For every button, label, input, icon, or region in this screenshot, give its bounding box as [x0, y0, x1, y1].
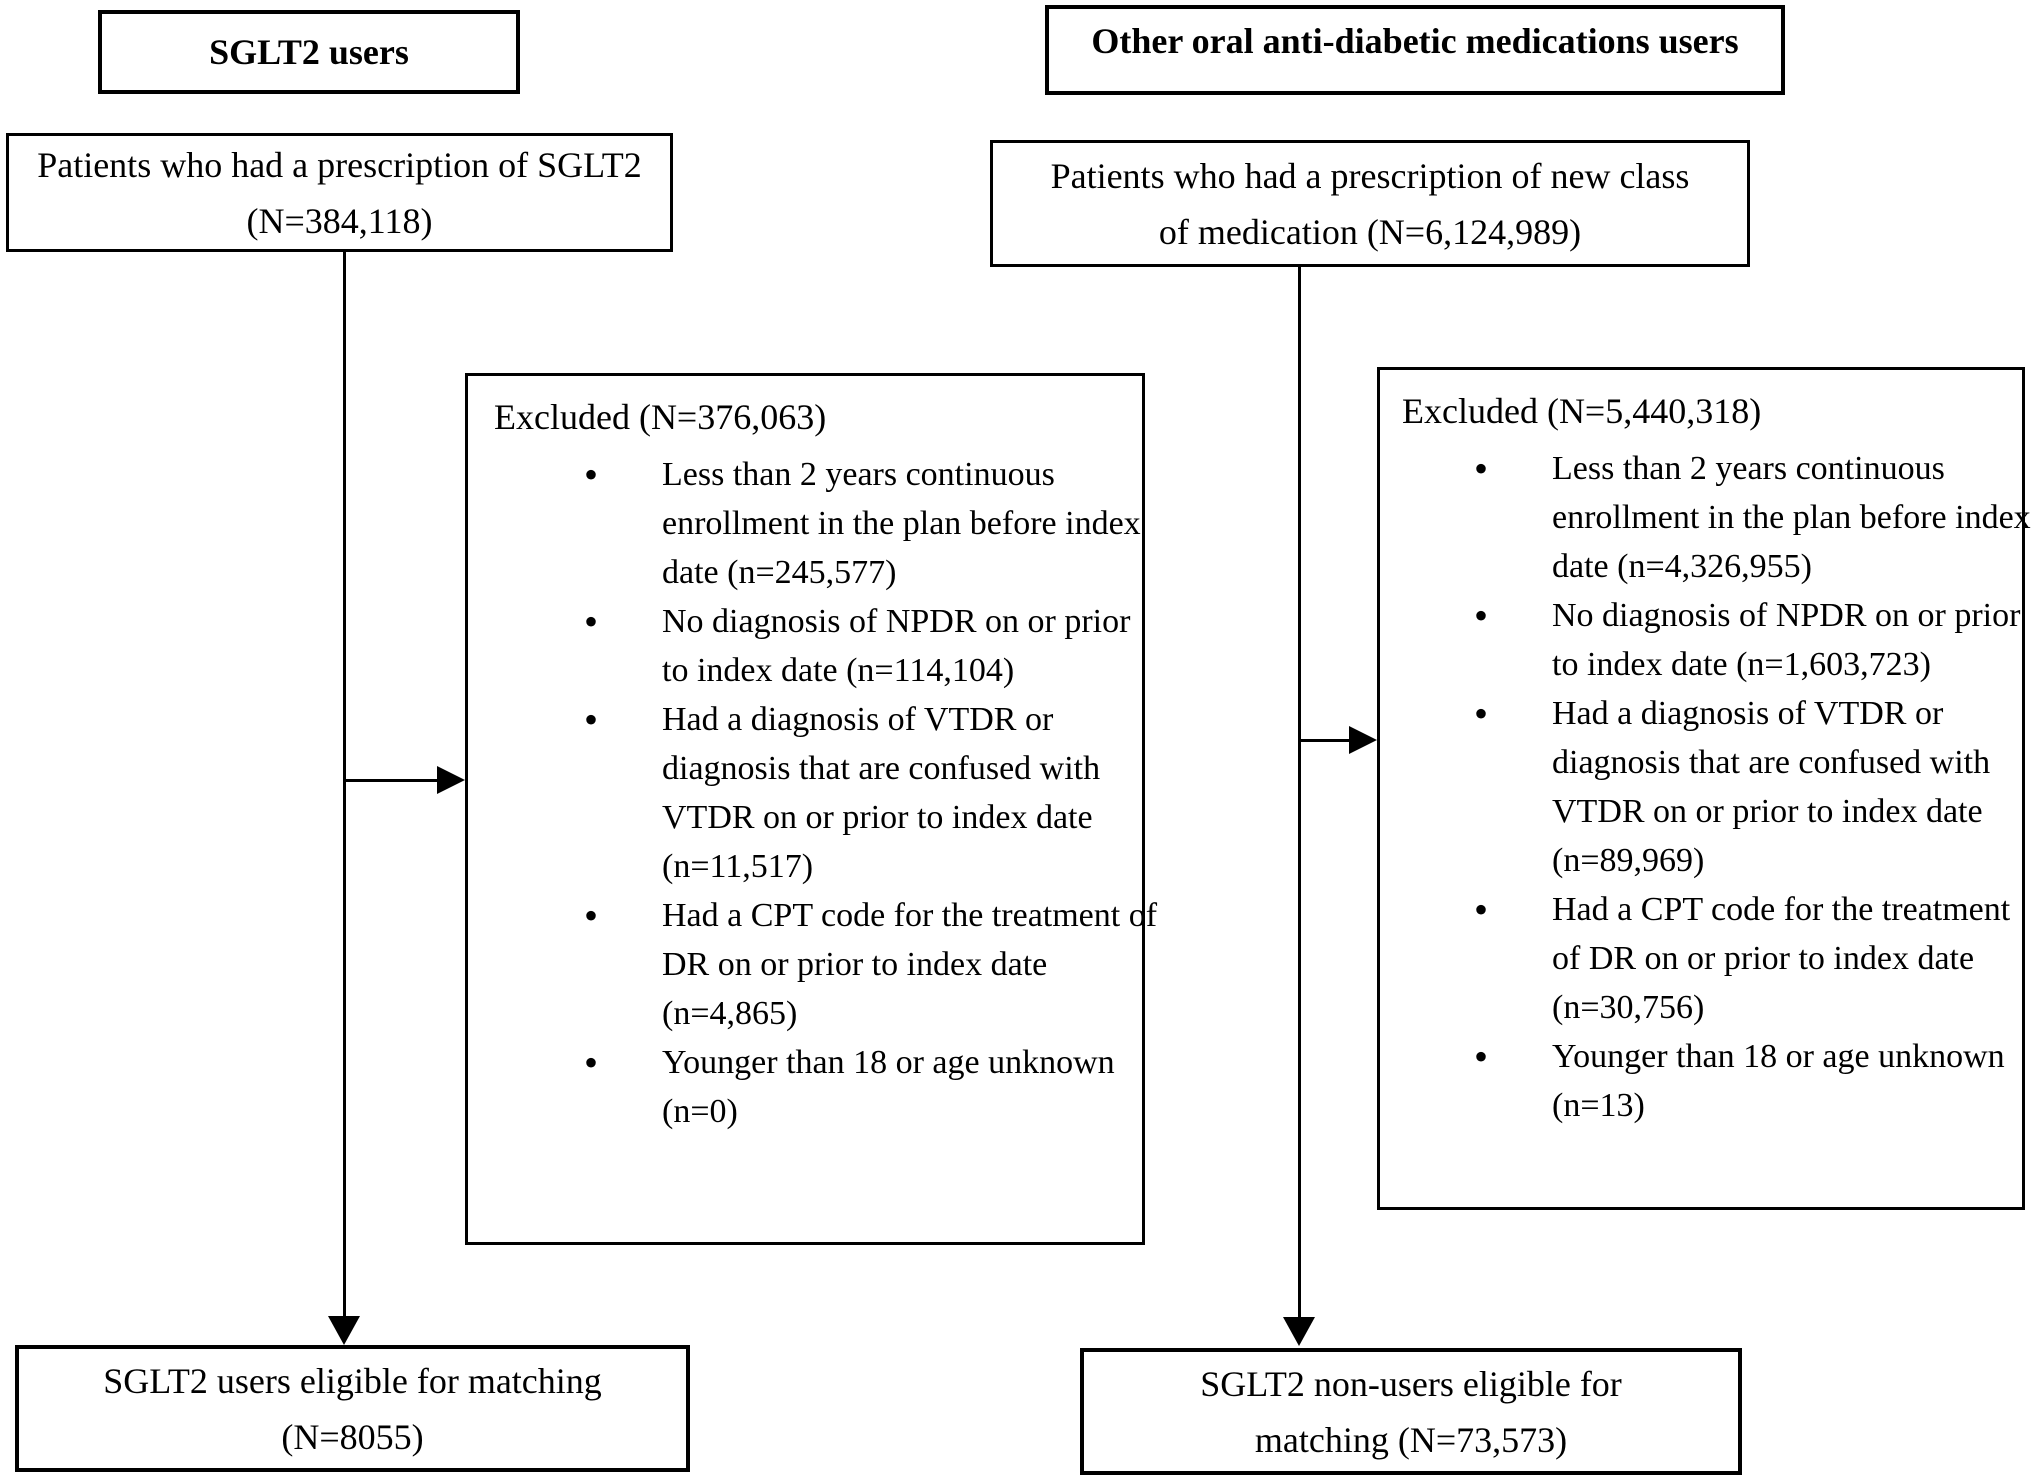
right-flow-line	[1298, 267, 1301, 1318]
left-excluded-item: Younger than 18 or age unknown (n=0)	[584, 1038, 1162, 1136]
left-excluded-box: Excluded (N=376,063) Less than 2 years c…	[465, 373, 1157, 1245]
right-population-box: Patients who had a prescription of new c…	[990, 140, 1750, 267]
right-excluded-item: No diagnosis of NPDR on or prior to inde…	[1474, 591, 2032, 689]
left-right-arrow-icon	[437, 766, 465, 794]
left-branch-line	[344, 779, 439, 782]
right-down-arrow-icon	[1283, 1317, 1315, 1346]
right-excluded-title: Excluded (N=5,440,318)	[1402, 391, 1762, 431]
right-group-header-box: Other oral anti-diabetic medications use…	[1045, 5, 1785, 95]
right-excluded-item: Less than 2 years continuous enrollment …	[1474, 444, 2032, 591]
left-result-box: SGLT2 users eligible for matching (N=805…	[15, 1345, 690, 1472]
right-excluded-box: Excluded (N=5,440,318) Less than 2 years…	[1377, 367, 2031, 1210]
left-excluded-item: Less than 2 years continuous enrollment …	[584, 450, 1162, 597]
right-result-box: SGLT2 non-users eligible for matching (N…	[1080, 1348, 1742, 1475]
left-population-box: Patients who had a prescription of SGLT2…	[6, 133, 673, 252]
left-excluded-item: No diagnosis of NPDR on or prior to inde…	[584, 597, 1162, 695]
left-group-label: SGLT2 users	[209, 32, 409, 72]
right-excluded-list: Less than 2 years continuous enrollment …	[1402, 444, 2031, 1130]
left-excluded-item: Had a CPT code for the treatment of DR o…	[584, 891, 1162, 1038]
right-group-label: Other oral anti-diabetic medications use…	[1091, 21, 1739, 61]
left-excluded-title: Excluded (N=376,063)	[494, 397, 827, 437]
left-excluded-list: Less than 2 years continuous enrollment …	[494, 450, 1157, 1136]
right-excluded-item: Younger than 18 or age unknown (n=13)	[1474, 1032, 2032, 1130]
left-group-header-box: SGLT2 users	[98, 10, 520, 94]
left-excluded-item: Had a diagnosis of VTDR or diagnosis tha…	[584, 695, 1162, 891]
left-flow-line	[343, 252, 346, 1317]
right-excluded-item: Had a diagnosis of VTDR or diagnosis tha…	[1474, 689, 2032, 885]
right-branch-line	[1300, 739, 1352, 742]
right-right-arrow-icon	[1349, 726, 1377, 754]
right-population-text: Patients who had a prescription of new c…	[1050, 155, 1690, 252]
right-excluded-item: Had a CPT code for the treatment of DR o…	[1474, 885, 2032, 1032]
left-down-arrow-icon	[328, 1316, 360, 1345]
right-result-text: SGLT2 non-users eligible for matching (N…	[1200, 1363, 1622, 1460]
left-result-text: SGLT2 users eligible for matching (N=805…	[103, 1360, 602, 1457]
left-population-text: Patients who had a prescription of SGLT2…	[37, 144, 642, 241]
